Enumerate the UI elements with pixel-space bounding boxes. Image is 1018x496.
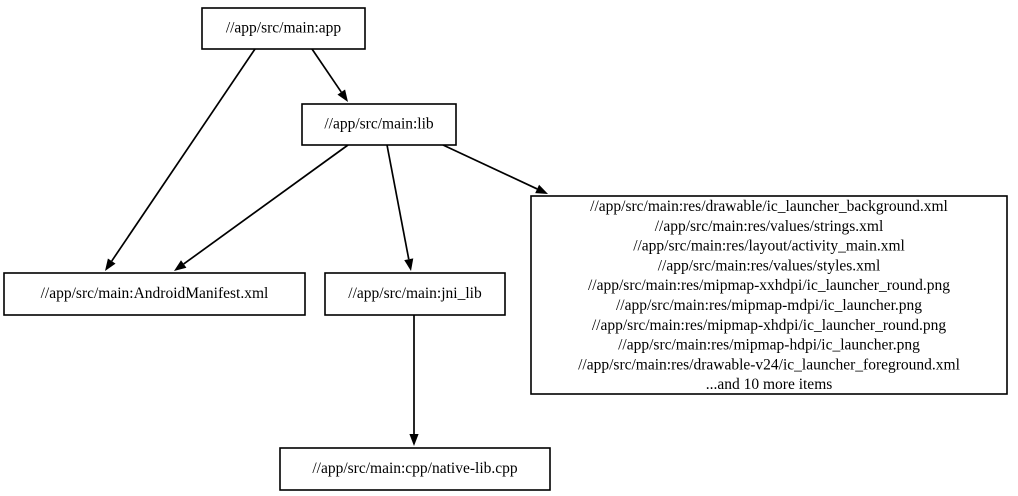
edges-layer [105, 48, 548, 446]
node-label-line: //app/src/main:res/mipmap-xxhdpi/ic_laun… [588, 277, 950, 294]
arrowhead-icon [105, 258, 116, 271]
node-label-line: //app/src/main:res/mipmap-xhdpi/ic_launc… [592, 317, 947, 334]
graph-node-manifest[interactable]: //app/src/main:AndroidManifest.xml [3, 272, 306, 316]
node-label: //app/src/main:lib [324, 116, 434, 133]
graph-node-native_lib[interactable]: //app/src/main:cpp/native-lib.cpp [279, 447, 551, 491]
arrowhead-icon [404, 258, 414, 271]
node-label-line: //app/src/main:res/mipmap-mdpi/ic_launch… [616, 297, 922, 314]
graph-edge-lib-to-jni-lib [386, 144, 414, 271]
graph-node-app[interactable]: //app/src/main:app [201, 7, 366, 50]
arrowhead-icon [174, 260, 187, 271]
graph-node-lib[interactable]: //app/src/main:lib [301, 103, 457, 146]
graph-edge-app-to-manifest [105, 48, 256, 271]
node-label-line: ...and 10 more items [706, 376, 833, 393]
edge-line [183, 144, 349, 265]
node-label-line: //app/src/main:res/values/strings.xml [655, 218, 884, 235]
node-label-line: //app/src/main:res/drawable-v24/ic_launc… [578, 356, 960, 373]
node-label-line: //app/src/main:res/layout/activity_main.… [633, 238, 905, 255]
graph-edge-lib-to-res [442, 144, 548, 194]
node-label: //app/src/main:cpp/native-lib.cpp [312, 460, 518, 477]
node-label: //app/src/main:res/drawable/ic_launcher_… [578, 198, 960, 393]
graph-node-jni_lib[interactable]: //app/src/main:jni_lib [324, 272, 506, 316]
node-box[interactable] [324, 272, 506, 316]
edge-line [111, 48, 256, 262]
node-box[interactable] [530, 195, 1008, 395]
node-label: //app/src/main:app [226, 20, 342, 37]
graph-edge-jni-lib-to-native-lib [409, 315, 419, 446]
node-box[interactable] [3, 272, 306, 316]
edge-line [442, 144, 538, 190]
node-box[interactable] [301, 103, 457, 146]
node-label: //app/src/main:jni_lib [348, 285, 482, 302]
node-box[interactable] [279, 447, 551, 491]
node-label: //app/src/main:AndroidManifest.xml [41, 285, 269, 302]
node-box[interactable] [201, 7, 366, 50]
arrowhead-icon [337, 89, 348, 102]
edge-line [311, 48, 342, 93]
node-label-line: //app/src/main:res/values/styles.xml [658, 257, 881, 274]
arrowhead-icon [535, 184, 548, 194]
node-label-line: //app/src/main:res/mipmap-hdpi/ic_launch… [618, 337, 920, 354]
graph-node-res[interactable]: //app/src/main:res/drawable/ic_launcher_… [530, 195, 1008, 395]
graph-edge-lib-to-manifest [174, 144, 349, 271]
node-label-line: //app/src/main:res/drawable/ic_launcher_… [590, 198, 948, 215]
graph-edge-app-to-lib [311, 48, 348, 102]
nodes-layer: //app/src/main:app //app/src/main:lib //ap… [3, 7, 1008, 491]
edge-line [386, 144, 410, 260]
arrowhead-icon [409, 434, 419, 446]
